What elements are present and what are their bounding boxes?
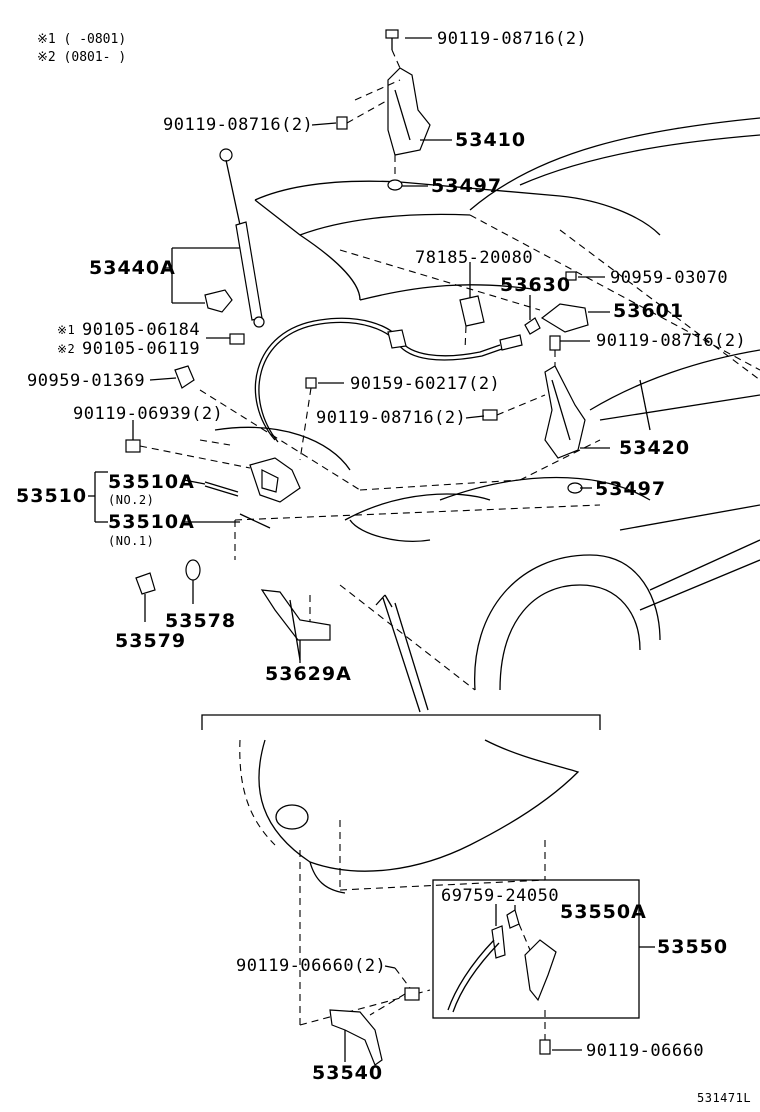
label-no1: (NO.1): [108, 534, 155, 548]
label-69759-24050: 69759-24050: [441, 886, 560, 906]
view-arrow: [375, 594, 429, 713]
note-mark-2: ※2: [57, 342, 76, 356]
bracket-53629A: [260, 589, 331, 661]
label-53550: 53550: [657, 936, 729, 958]
label-90119-08716-mid: 90119-08716(2): [316, 408, 467, 428]
label-53550A: 53550A: [560, 901, 647, 923]
label-53579: 53579: [115, 630, 187, 652]
label-90119-08716-left: 90119-08716(2): [163, 115, 314, 135]
label-53578: 53578: [165, 610, 237, 632]
label-53630: 53630: [500, 274, 572, 296]
label-53510: 53510: [16, 485, 88, 507]
hood-support-rod-53440A: [204, 148, 265, 328]
detail-view: [239, 739, 640, 1066]
label-90119-06660: 90119-06660: [586, 1041, 705, 1061]
label-53601: 53601: [613, 300, 685, 322]
label-78185-20080: 78185-20080: [415, 248, 534, 268]
label-53497-top: 53497: [431, 175, 503, 197]
label-53540: 53540: [312, 1062, 384, 1084]
label-90959-01369: 90959-01369: [27, 371, 146, 391]
diagram-code: 531471L: [697, 1091, 752, 1105]
label-no2: (NO.2): [108, 493, 155, 507]
label-53510A-no2: 53510A: [108, 471, 195, 493]
label-53497-bottom: 53497: [595, 478, 667, 500]
label-53420: 53420: [619, 437, 691, 459]
label-53410: 53410: [455, 129, 527, 151]
note-1: ※1 ( -0801): [37, 32, 127, 47]
label-90119-08716-top: 90119-08716(2): [437, 29, 588, 49]
label-90959-03070: 90959-03070: [610, 268, 729, 288]
label-90105-06119: 90105-06119: [82, 339, 201, 359]
note-mark-1: ※1: [57, 323, 76, 337]
hood-latch-53510: [125, 333, 317, 529]
note-2: ※2 (0801- ): [37, 50, 127, 65]
label-90119-06660-2: 90119-06660(2): [236, 956, 387, 976]
detail-bracket: [201, 714, 601, 730]
label-90119-06939: 90119-06939(2): [73, 404, 224, 424]
label-90159-60217: 90159-60217(2): [350, 374, 501, 394]
label-53629A: 53629A: [265, 663, 352, 685]
hood-lock-right: [482, 271, 589, 494]
label-90105-06184: 90105-06184: [82, 320, 201, 340]
label-53440A: 53440A: [89, 257, 176, 279]
cushions: [135, 559, 201, 595]
hood-outline: [199, 117, 760, 691]
hood-hinge-upper: [336, 29, 431, 191]
label-90119-08716-right: 90119-08716(2): [596, 331, 747, 351]
label-53510A-no1: 53510A: [108, 511, 195, 533]
hood-release-cable: [254, 295, 541, 443]
leader-lines: [88, 37, 655, 1062]
